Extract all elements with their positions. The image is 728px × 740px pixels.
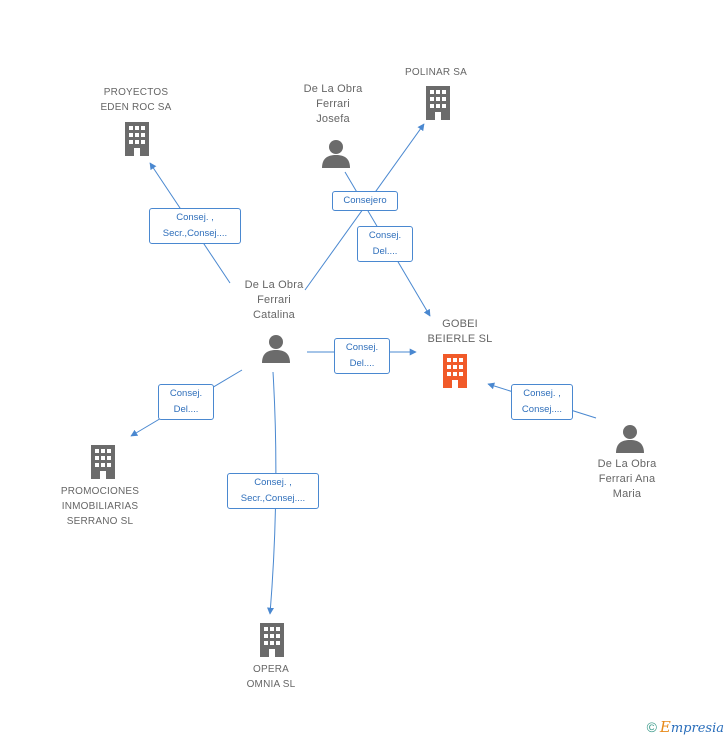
edge-label-line: Secr.,Consej....: [240, 493, 306, 504]
node-label: GOBEI BEIERLE SL: [427, 318, 493, 345]
building-icon: [426, 86, 450, 120]
node-label: POLINAR SA: [404, 67, 468, 78]
edge-label-line: Consej. ,: [254, 477, 292, 488]
building-icon: [125, 122, 149, 156]
edge-label-line: Del....: [173, 404, 199, 415]
person-icon: [616, 425, 644, 453]
brand-name: mpresia: [670, 721, 724, 736]
person-icon: [262, 335, 290, 363]
edge-label-catalina-promociones[interactable]: Consej. Del....: [158, 384, 214, 420]
node-label: PROMOCIONES INMOBILIARIAS SERRANO SL: [60, 486, 140, 527]
person-icon: [322, 140, 350, 168]
edge-label-line: Consej....: [521, 404, 563, 415]
edge-label-line: Consej.: [169, 388, 203, 399]
edge-label-catalina-gobei[interactable]: Consej. Del....: [334, 338, 390, 374]
edge-label-catalina-opera[interactable]: Consej. , Secr.,Consej....: [227, 473, 319, 509]
edge-label-catalina-proyectos[interactable]: Consej. , Secr.,Consej....: [149, 208, 241, 244]
edge-label-line: Del....: [349, 358, 375, 369]
edge-label-josefa-gobei[interactable]: Consej. Del....: [357, 226, 413, 262]
node-label: De La Obra Ferrari Catalina: [244, 279, 304, 321]
edge-label-ana-gobei[interactable]: Consej. , Consej....: [511, 384, 573, 420]
edge-label-line: Del....: [372, 246, 398, 257]
edge-label-line: Consej.: [345, 342, 379, 353]
building-icon: [443, 354, 467, 388]
brand-footer[interactable]: ©Empresia: [647, 718, 724, 736]
building-icon: [91, 445, 115, 479]
node-label: OPERA OMNIA SL: [246, 664, 296, 690]
edge-label-line: Consej.: [368, 230, 402, 241]
edge-label-catalina-polinar[interactable]: Consejero: [332, 191, 398, 211]
node-label: De La Obra Ferrari Ana Maria: [597, 458, 657, 500]
building-icon: [260, 623, 284, 657]
edge-label-line: Secr.,Consej....: [162, 228, 228, 239]
edge-label-line: Consej. ,: [176, 212, 214, 223]
brand-initial: E: [659, 718, 671, 736]
edge-label-line: Consejero: [343, 195, 387, 206]
edge-label-line: Consej. ,: [523, 388, 561, 399]
node-label: De La Obra Ferrari Josefa: [303, 83, 363, 125]
node-label: PROYECTOS EDEN ROC SA: [100, 87, 172, 113]
copyright-icon: ©: [646, 719, 657, 735]
